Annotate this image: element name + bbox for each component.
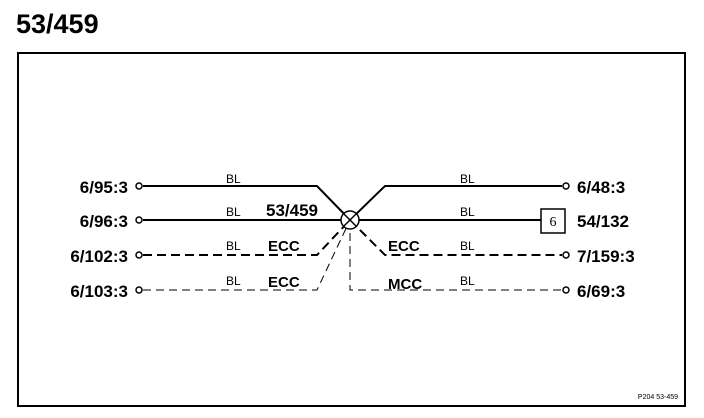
connector-6-69-3: 6/69:3 [577,282,625,301]
terminal-7-159-3 [562,251,570,259]
wire-7-159-3 [349,219,562,256]
wire-color-label: BL [460,205,475,219]
connector-7-159-3: 7/159:3 [577,247,635,266]
wire-color-label: BL [226,205,241,219]
wire-color-label: BL [226,239,241,253]
terminal-6-96-3 [135,216,143,224]
splice-icon [340,210,360,230]
connector-6-103-3: 6/103:3 [70,282,128,301]
terminal-6-103-3 [135,286,143,294]
connector-6-48-3: 6/48:3 [577,178,625,197]
page-title: 53/459 [16,9,99,39]
terminal-6-102-3 [135,251,143,259]
wire-color-label: BL [460,172,475,186]
wire-color-label: BL [460,239,475,253]
wire-color-label: BL [226,172,241,186]
wire-color-label: BL [226,274,241,288]
terminal-6-69-3 [562,286,570,294]
drawing-reference: P204 53-459 [638,394,678,401]
connector-6-102-3: 6/102:3 [70,247,128,266]
wire-6-95-3 [143,185,351,221]
connector-6-95-3: 6/95:3 [80,178,128,197]
ecc-label: ECC [268,274,300,291]
connector-6-96-3: 6/96:3 [80,212,128,231]
wire-6-103-3 [143,219,351,291]
splice-label: 53/459 [266,201,318,220]
wire-6-48-3 [349,185,562,221]
terminal-6-48-3 [562,182,570,190]
terminal-6-95-3 [135,182,143,190]
ecc-label: ECC [268,238,300,255]
box-marker [540,208,566,234]
ecc-label: ECC [388,238,420,255]
wire-6-69-3 [349,220,562,291]
wire-6-102-3 [143,219,351,256]
wire-color-label: BL [460,274,475,288]
mcc-label: MCC [388,276,422,293]
box-marker-label: 6 [550,215,557,230]
connector-54-132: 54/132 [577,212,629,231]
diagram-frame [17,52,686,407]
